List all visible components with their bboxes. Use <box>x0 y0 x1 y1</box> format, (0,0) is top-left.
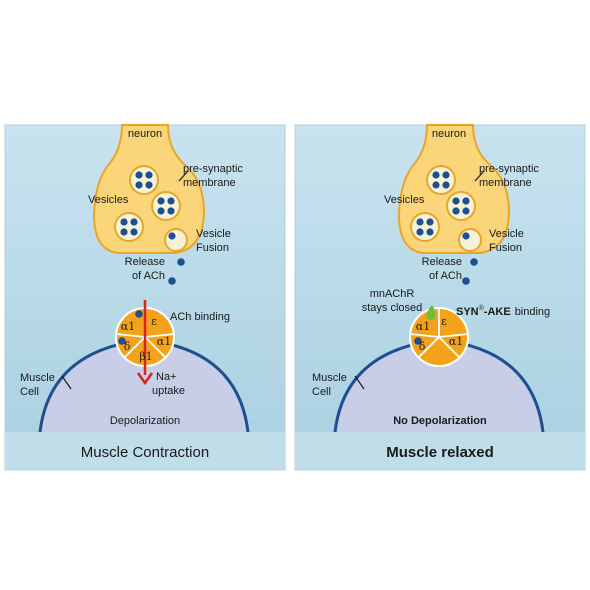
left-bound-ach-1 <box>135 310 143 318</box>
left-presynaptic-label-2: membrane <box>183 177 236 189</box>
left-caption-band <box>5 432 285 470</box>
left-neuron-outline <box>92 124 206 254</box>
right-vesicle-fusion-label-1: Vesicle <box>489 228 524 240</box>
right-ach-molecule-2 <box>462 277 470 285</box>
syn-suffix: -AKE <box>484 306 511 318</box>
left-subunit-epsilon: ε <box>151 315 157 328</box>
left-presynaptic-pointer <box>178 170 189 182</box>
left-fusing-vesicle <box>164 228 188 252</box>
left-subunit-alpha1-right: α1 <box>157 335 171 348</box>
right-presynaptic-label-1: pre-synaptic <box>479 163 539 175</box>
left-vesicle-fusion-label-2: Fusion <box>196 242 229 254</box>
left-muscle-cell <box>40 340 248 432</box>
right-muscle-cell <box>335 340 543 432</box>
left-ion-channel-arrowhead <box>136 372 154 386</box>
right-blocked-ach <box>414 337 422 345</box>
right-neuron-label: neuron <box>432 128 466 140</box>
right-achr-receptor: α1 ε α1 δ <box>409 307 469 367</box>
right-release-label-1: Release <box>422 256 462 268</box>
right-subunit-epsilon: ε <box>441 315 447 328</box>
left-bound-ach-2 <box>118 337 126 345</box>
syn-brand: SYN <box>456 306 479 318</box>
right-subunit-alpha1-left: α1 <box>416 320 430 333</box>
left-subunit-beta1: β1 <box>139 350 152 363</box>
left-presynaptic-label-1: pre-synaptic <box>183 163 243 175</box>
left-ach-molecule-1 <box>177 258 185 266</box>
right-syn-ake-molecule <box>426 305 436 320</box>
left-release-label-2: of ACh <box>132 270 165 282</box>
left-state-label: Depolarization <box>110 415 180 427</box>
left-muscle-label-1: Muscle <box>20 372 55 384</box>
right-vesicle-2 <box>446 191 476 221</box>
left-vesicles-label: Vesicles <box>88 194 129 206</box>
right-closed-label-2: stays closed <box>362 302 423 314</box>
left-ach-molecule-2 <box>168 277 176 285</box>
right-vesicle-fusion-label-2: Fusion <box>489 242 522 254</box>
left-vesicle-3 <box>114 212 144 242</box>
left-subunit-delta: δ <box>124 340 131 353</box>
right-fusing-vesicle <box>458 228 482 252</box>
right-vesicles-label: Vesicles <box>384 194 425 206</box>
syn-binding-word: binding <box>515 306 550 318</box>
left-muscle-pointer <box>61 375 72 390</box>
left-vesicle-1 <box>129 165 159 195</box>
right-presynaptic-pointer <box>474 170 485 182</box>
left-vesicle-fusion-label-1: Vesicle <box>196 228 231 240</box>
syn-registered-mark: ® <box>479 304 485 312</box>
left-na-label-2: uptake <box>152 385 185 397</box>
left-panel: α1 ε α1 δ β1 neuron pre-synaptic membran… <box>4 124 286 471</box>
left-release-label-1: Release <box>125 256 165 268</box>
left-na-label-1: Na+ <box>156 371 177 383</box>
right-closed-label-1: mnAChR <box>370 288 415 300</box>
right-vesicle-1 <box>426 165 456 195</box>
left-muscle-label-2: Cell <box>20 386 39 398</box>
left-subunit-alpha1-left: α1 <box>121 320 135 333</box>
right-muscle-label-2: Cell <box>312 386 331 398</box>
right-muscle-pointer <box>354 375 365 390</box>
right-caption-band <box>295 432 585 470</box>
right-muscle-label-1: Muscle <box>312 372 347 384</box>
right-subunit-delta: δ <box>419 340 426 353</box>
right-presynaptic-label-2: membrane <box>479 177 532 189</box>
right-ach-molecule-1 <box>470 258 478 266</box>
left-ach-binding-label: ACh binding <box>170 311 230 323</box>
left-achr-receptor: α1 ε α1 δ β1 <box>115 300 175 386</box>
right-vesicle-3 <box>410 212 440 242</box>
right-release-label-2: of ACh <box>429 270 462 282</box>
right-panel: α1 ε α1 δ neuron pre-synaptic membrane V… <box>294 124 586 471</box>
right-caption: Muscle relaxed <box>386 444 494 461</box>
right-subunit-alpha1-right: α1 <box>449 335 463 348</box>
right-neuron-outline <box>397 124 511 254</box>
left-vesicle-2 <box>151 191 181 221</box>
left-neuron-label: neuron <box>128 128 162 140</box>
left-caption: Muscle Contraction <box>81 444 209 461</box>
right-state-label: No Depolarization <box>393 415 487 427</box>
right-syn-binding-label: SYN®-AKE binding <box>456 304 550 318</box>
